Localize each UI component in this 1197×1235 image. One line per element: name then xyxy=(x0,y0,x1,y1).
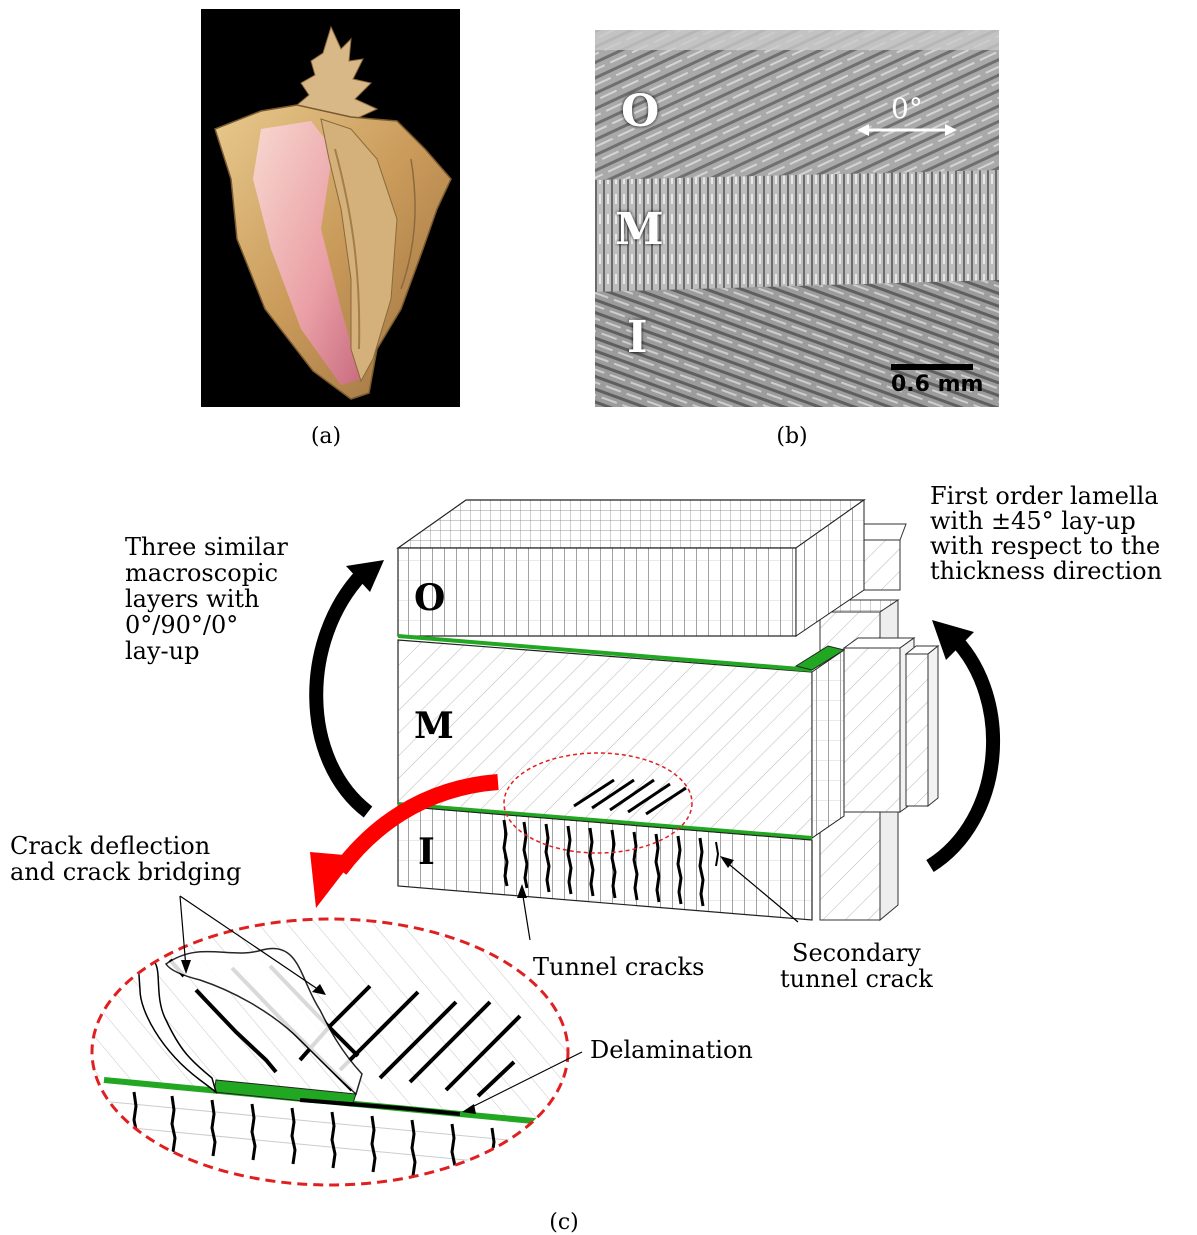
right-note: First order lamella with ±45° lay-up wit… xyxy=(930,484,1162,584)
left-note-line: 0°/90°/0° xyxy=(125,612,288,638)
right-note-line: with respect to the xyxy=(930,534,1162,559)
block-label-m: M xyxy=(414,708,454,744)
secondary-line: Secondary xyxy=(780,940,933,966)
block-label-i: I xyxy=(418,834,435,870)
zoom-inset xyxy=(90,918,570,1190)
crack-note-line: Crack deflection xyxy=(10,833,241,859)
right-curved-arrow xyxy=(930,638,993,866)
tunnel-cracks-label: Tunnel cracks xyxy=(533,955,704,979)
left-curved-arrow xyxy=(316,574,368,812)
crack-note: Crack deflection and crack bridging xyxy=(10,833,241,885)
caption-c: (c) xyxy=(534,1210,594,1235)
right-note-line: First order lamella xyxy=(930,484,1162,509)
right-note-line: with ±45° lay-up xyxy=(930,509,1162,534)
secondary-crack-label: Secondary tunnel crack xyxy=(780,940,933,992)
left-note-line: Three similar xyxy=(125,534,288,560)
delamination-label: Delamination xyxy=(590,1038,753,1062)
right-note-line: thickness direction xyxy=(930,559,1162,584)
left-note-line: lay-up xyxy=(125,638,288,664)
crack-note-line: and crack bridging xyxy=(10,859,241,885)
layer-o-front xyxy=(398,548,796,636)
secondary-line: tunnel crack xyxy=(780,966,933,992)
left-note-line: macroscopic xyxy=(125,560,288,586)
left-note-line: layers with xyxy=(125,586,288,612)
block-top-face xyxy=(398,500,864,548)
left-note: Three similar macroscopic layers with 0°… xyxy=(125,534,288,664)
block-label-o: O xyxy=(414,580,445,616)
